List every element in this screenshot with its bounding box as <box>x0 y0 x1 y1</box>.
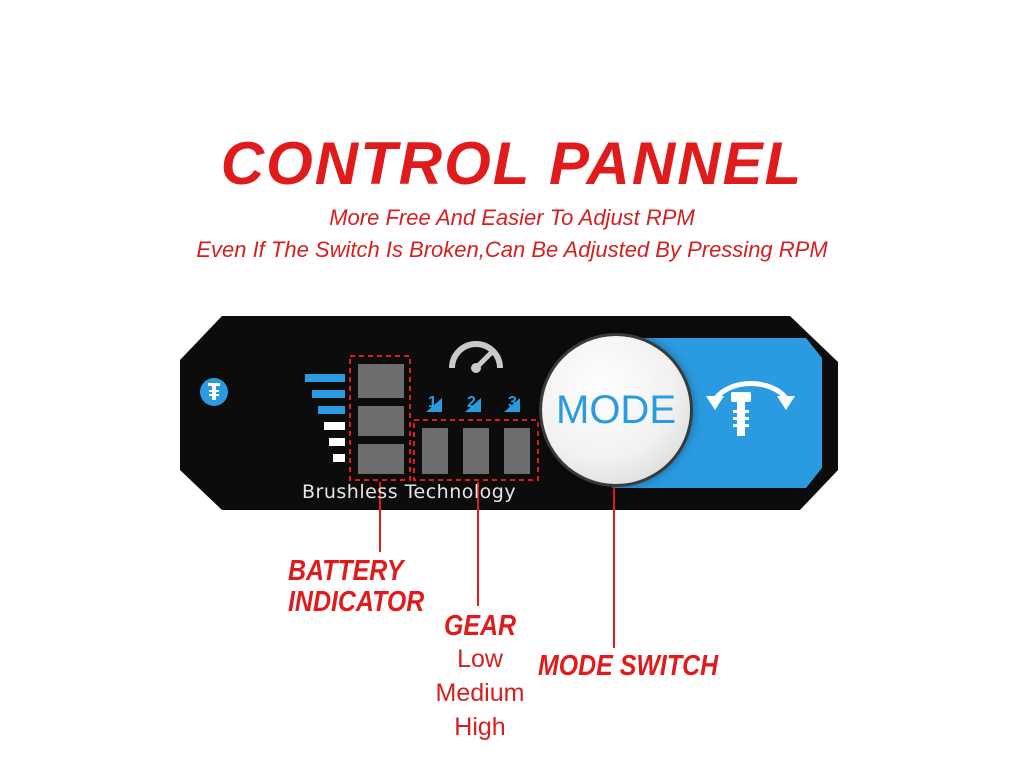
subtitle-line-2: Even If The Switch Is Broken,Can Be Adju… <box>196 237 828 262</box>
mode-button-label: MODE <box>556 387 676 432</box>
gear-number-3: 3 <box>508 394 517 411</box>
gear-level-high: High <box>454 713 506 741</box>
gear-level-medium: Medium <box>435 679 525 707</box>
gear-number-1: 1 <box>428 394 437 411</box>
screw-icon <box>200 378 228 406</box>
gear-segments <box>413 419 539 481</box>
battery-level-bars <box>305 374 345 462</box>
callout-lines <box>379 482 615 648</box>
page-title: CONTROL PANNEL <box>220 130 804 197</box>
gear-callout-title: GEAR <box>444 610 517 642</box>
rotation-screw-icon <box>706 381 795 436</box>
subtitle-line-1: More Free And Easier To Adjust RPM <box>329 205 695 230</box>
speedometer-icon <box>449 341 503 373</box>
gear-indicator-triangles <box>426 398 520 412</box>
mode-switch-callout: MODE SWITCH <box>538 650 719 682</box>
gear-number-2: 2 <box>467 394 476 411</box>
battery-segments <box>349 355 411 481</box>
brand-text: Brushless Technology <box>302 481 517 503</box>
battery-callout-line2: INDICATOR <box>288 586 425 618</box>
battery-callout-line1: BATTERY <box>288 555 404 587</box>
mode-button[interactable]: MODE <box>542 336 690 484</box>
gear-level-low: Low <box>457 645 503 673</box>
